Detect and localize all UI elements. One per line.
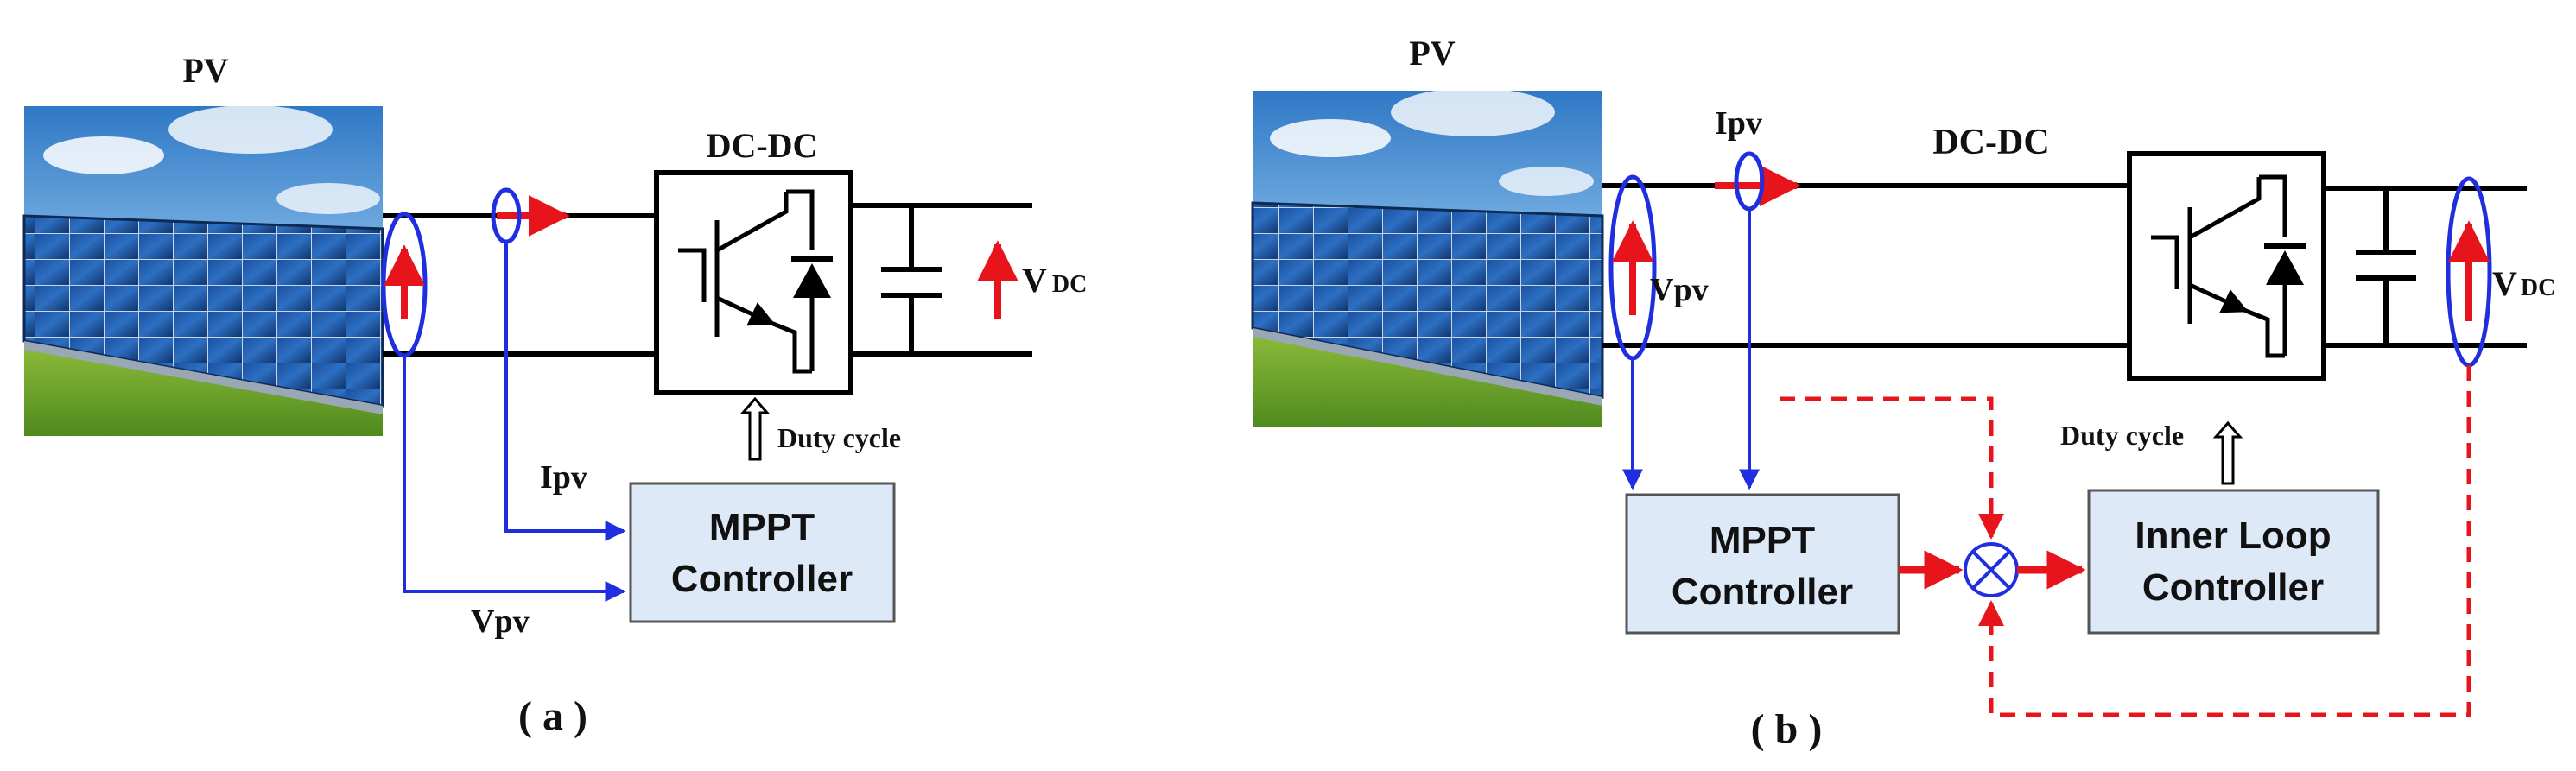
mppt-controller-line1: MPPT [709,506,815,548]
solar-panel-image [1251,88,1604,427]
ipv-sense-ellipse [1734,151,1765,212]
mppt-controller-box [629,482,896,623]
converter-label: DC-DC [707,126,818,165]
igbt-switch-icon [2151,174,2287,358]
mppt-controller-line2: Controller [671,558,853,600]
inner-loop-controller-box [2087,489,2380,635]
ipv-label: Ipv [540,459,587,496]
vpv-label: Vpv [1650,272,1709,308]
inner-loop-controller-line1: Inner Loop [2135,515,2331,557]
vdc-feedback-dashed-line [1978,365,2471,717]
converter-label: DC-DC [1932,123,2049,162]
mppt-controller-line2: Controller [1672,571,1853,613]
solar-panel-image [22,105,384,436]
diode-icon [2264,243,2306,285]
panel-a: PV DC-DC [22,51,1087,739]
hollow-arrow-icon [2212,420,2243,485]
reference-dashed-line [1780,396,2004,540]
inner-loop-controller-line2: Controller [2142,566,2324,609]
caption-b: ( b ) [1751,706,1823,752]
capacitor-icon [881,205,942,354]
igbt-switch-icon [678,189,815,374]
ipv-label: Ipv [1715,105,1762,142]
vpv-signal-wire [403,356,626,602]
ipv-signal-wire [504,242,626,541]
dc-bus-wires [1602,183,2527,348]
mppt-controller-box [1625,493,1900,635]
summing-junction-icon [1964,542,2019,597]
hollow-arrow-icon [739,396,771,461]
mppt-controller-line1: MPPT [1710,519,1815,561]
dc-dc-converter-box [2127,151,2326,381]
duty-cycle-label: Duty cycle [777,422,901,453]
vpv-label: Vpv [471,604,530,640]
duty-cycle-label: Duty cycle [2060,420,2184,451]
diode-icon [791,256,833,298]
capacitor-icon [2356,188,2416,345]
pv-label: PV [1409,34,1455,73]
panel-b: PV Vpv Ipv DC-DC [1251,34,2555,752]
pv-label: PV [182,51,228,90]
caption-a: ( a ) [518,693,587,739]
